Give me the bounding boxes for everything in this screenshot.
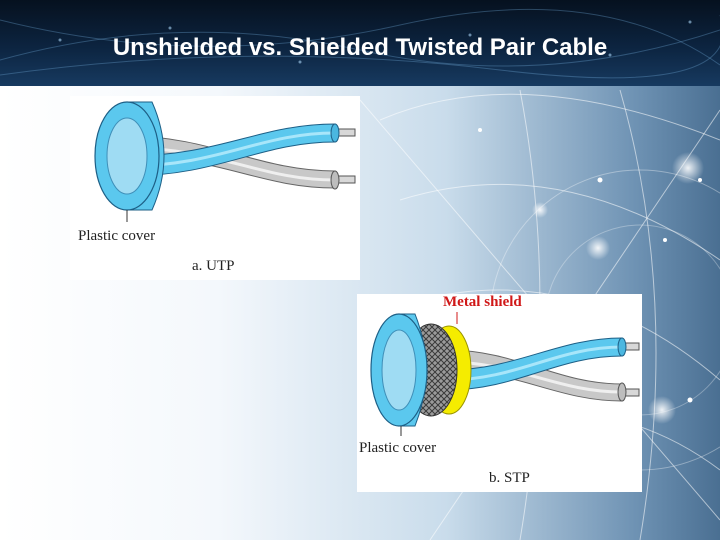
title-bar-network-pattern xyxy=(0,8,720,79)
stp-cover-label: Plastic cover xyxy=(359,440,437,456)
utp-diagram-panel: Plastic cover a. UTP xyxy=(70,96,360,280)
title-bar: Unshielded vs. Shielded Twisted Pair Cab… xyxy=(0,0,720,86)
stp-shield-label: Metal shield xyxy=(443,294,522,310)
slide-title: Unshielded vs. Shielded Twisted Pair Cab… xyxy=(112,34,608,61)
stp-cable-illustration xyxy=(370,312,640,436)
stp-diagram-panel: Metal shield Plastic cover b. STP xyxy=(357,294,642,492)
utp-cover-label: Plastic cover xyxy=(78,228,156,244)
utp-caption: a. UTP xyxy=(192,258,235,274)
stp-caption: b. STP xyxy=(489,470,530,486)
utp-cable-illustration xyxy=(94,101,356,222)
